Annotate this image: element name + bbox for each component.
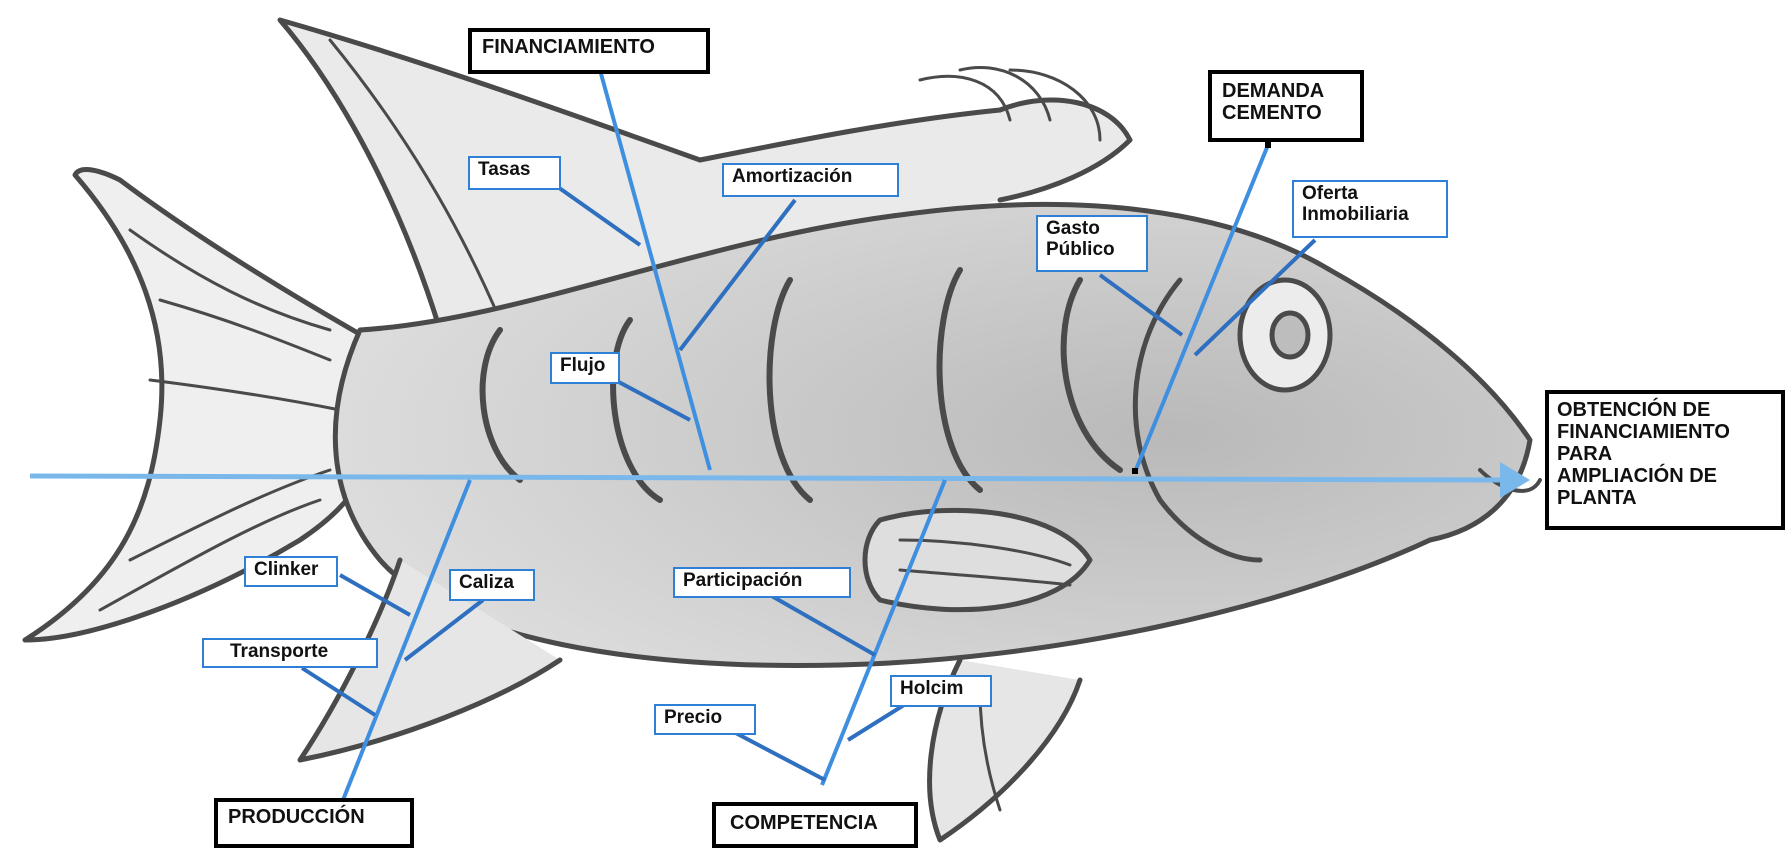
twig-transporte (302, 668, 375, 715)
twig-amortizacion (680, 200, 795, 350)
cause-transporte: Transporte (202, 638, 378, 668)
category-financiamiento: FINANCIAMIENTO (468, 28, 710, 74)
twig-clinker (340, 575, 410, 615)
category-produccion: PRODUCCIÓN (214, 798, 414, 848)
twig-precio (730, 730, 825, 780)
cause-participacion: Participación (673, 567, 851, 598)
category-demanda-cemento: DEMANDA CEMENTO (1208, 70, 1364, 142)
bone-demanda-node-top (1265, 142, 1271, 148)
cause-oferta-inmobiliaria: Oferta Inmobiliaria (1292, 180, 1448, 238)
bone-competencia (822, 480, 945, 785)
effect-box: OBTENCIÓN DE FINANCIAMIENTO PARA AMPLIAC… (1545, 390, 1785, 530)
twig-participacion (770, 595, 875, 655)
cause-precio: Precio (654, 704, 756, 735)
cause-holcim: Holcim (890, 675, 992, 707)
cause-amortizacion: Amortización (722, 163, 899, 197)
cause-caliza: Caliza (449, 569, 535, 601)
cause-flujo: Flujo (550, 352, 620, 384)
bone-financiamiento (600, 70, 710, 470)
twig-oferta (1195, 240, 1315, 355)
category-competencia: COMPETENCIA (712, 802, 918, 848)
bone-demanda-node-bottom (1132, 468, 1138, 474)
spine-arrowhead (1500, 462, 1530, 498)
cause-tasas: Tasas (468, 156, 561, 190)
twig-flujo (615, 380, 690, 420)
twig-gasto (1100, 275, 1182, 335)
bone-demanda (1135, 145, 1268, 472)
twig-tasas (555, 185, 640, 245)
cause-gasto-publico: Gasto Público (1036, 215, 1148, 272)
cause-clinker: Clinker (244, 556, 338, 587)
spine-arrow-line (30, 476, 1510, 480)
